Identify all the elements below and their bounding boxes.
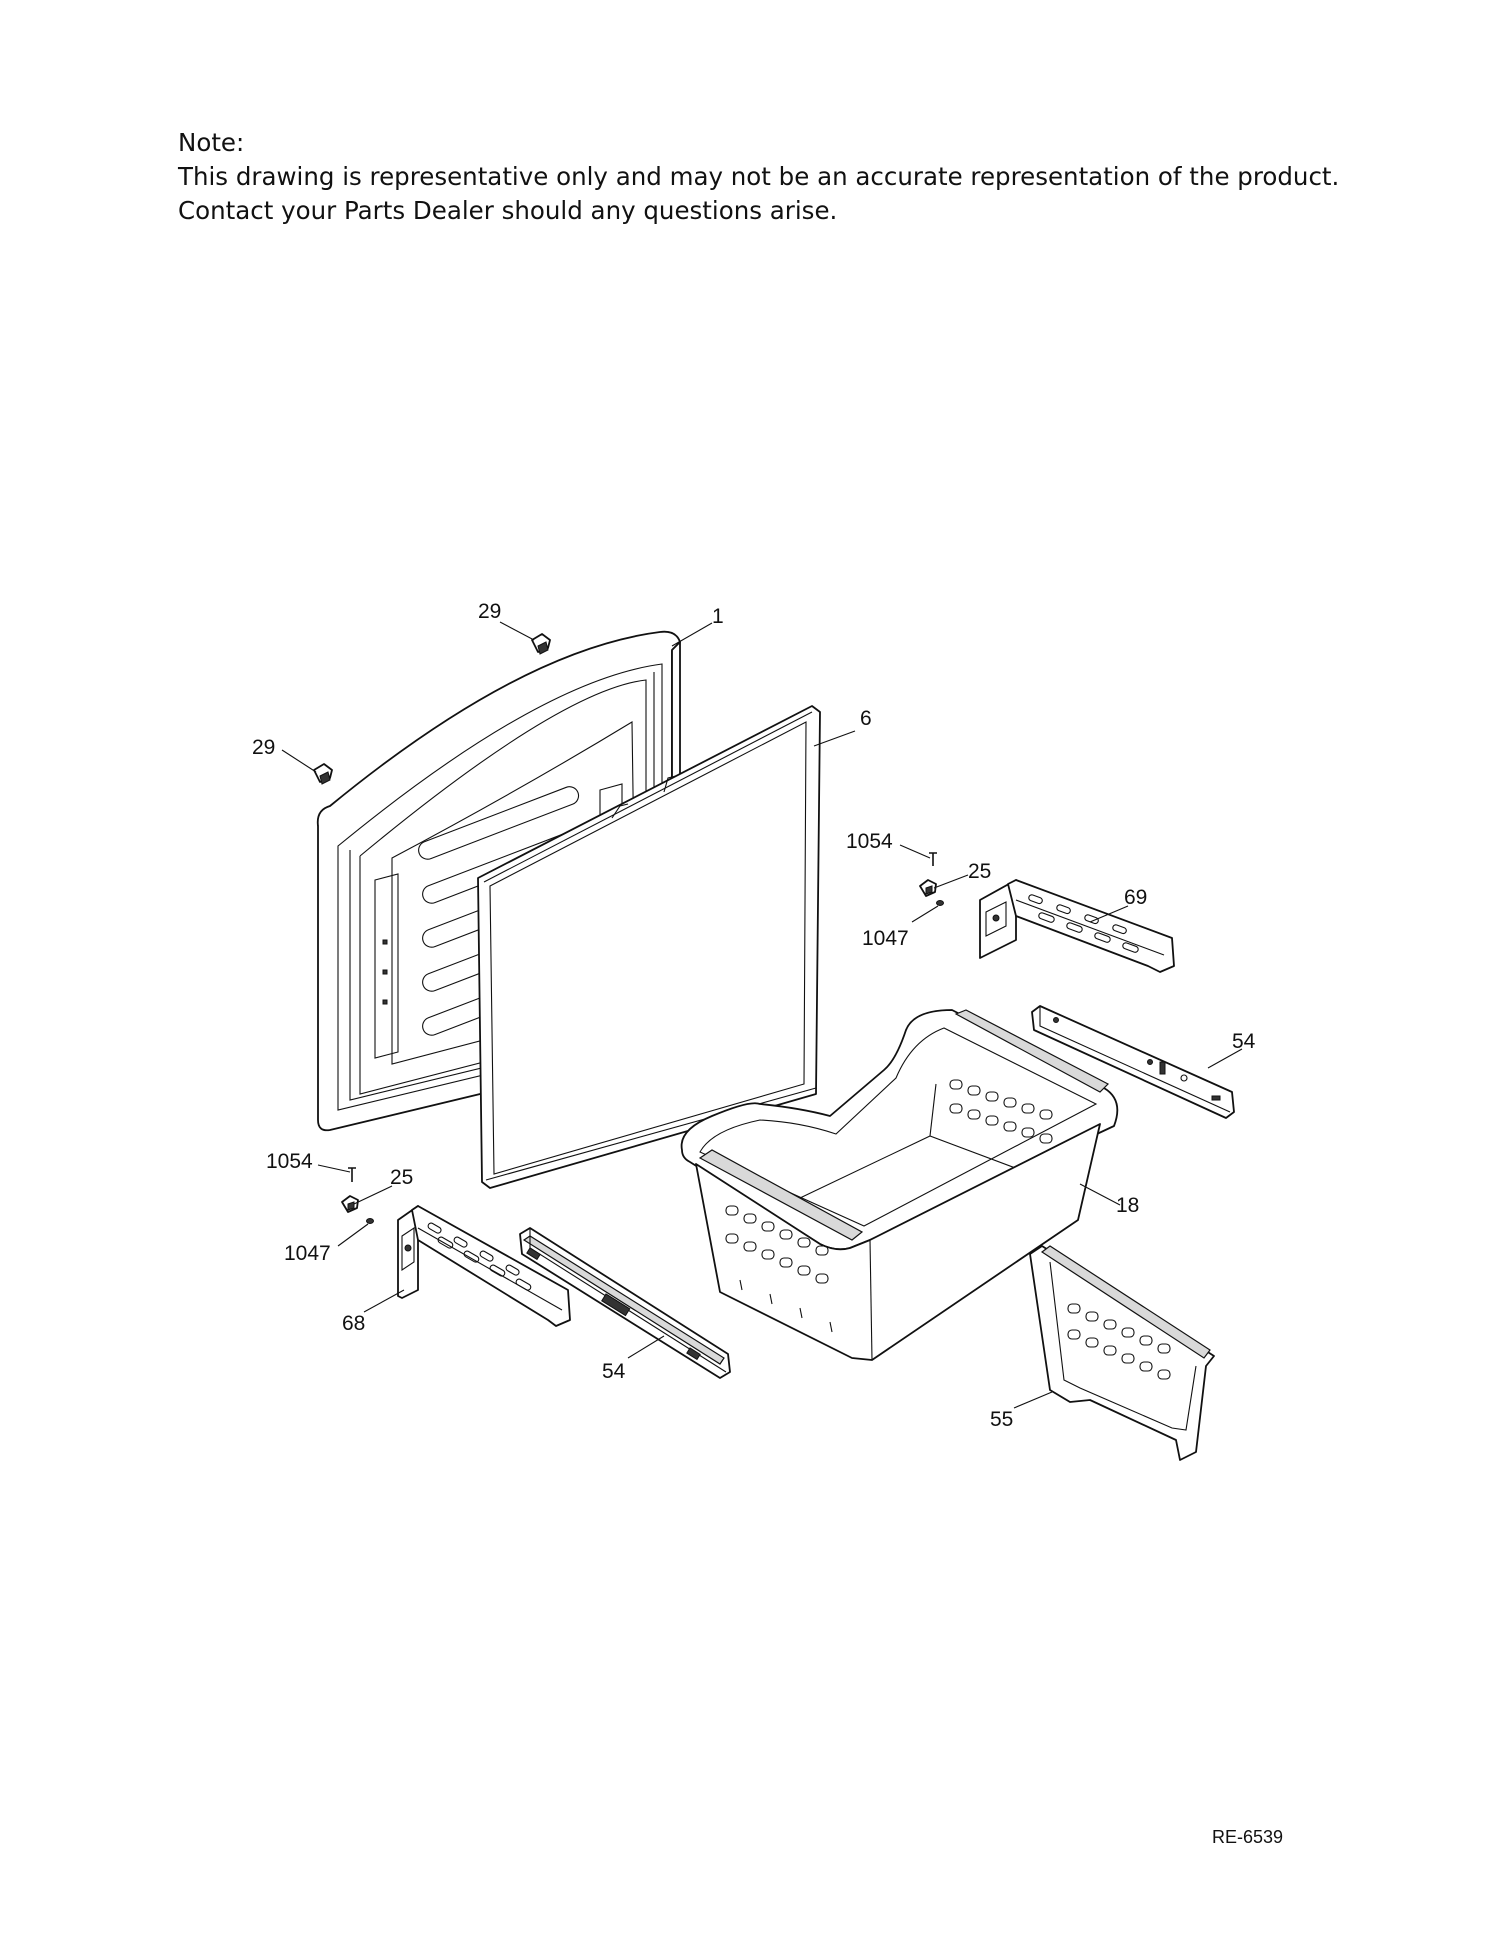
rail-left-part bbox=[519, 1227, 731, 1379]
callout-68: 68 bbox=[342, 1312, 365, 1335]
handle-cap-top-part bbox=[531, 633, 551, 655]
pin-left-part bbox=[366, 1218, 374, 1224]
callout-1054-left: 1054 bbox=[266, 1150, 313, 1173]
callout-29-left: 29 bbox=[252, 736, 275, 759]
washer-right-part bbox=[919, 879, 937, 897]
bracket-right-part bbox=[979, 879, 1175, 973]
leader-lines bbox=[281, 621, 1243, 1409]
callout-29-top: 29 bbox=[478, 600, 501, 623]
door-gasket-part bbox=[477, 705, 821, 1189]
callout-1047-left: 1047 bbox=[284, 1242, 331, 1265]
reference-code: RE-6539 bbox=[1212, 1827, 1284, 1847]
screw-right-part bbox=[929, 852, 937, 866]
handle-cap-left-part bbox=[313, 763, 333, 785]
callout-18: 18 bbox=[1116, 1194, 1139, 1217]
callout-1054-right: 1054 bbox=[846, 830, 893, 853]
callout-69: 69 bbox=[1124, 886, 1147, 909]
note-heading: Note: bbox=[178, 128, 245, 157]
note-line-2: Contact your Parts Dealer should any que… bbox=[178, 196, 838, 225]
callout-54-left: 54 bbox=[602, 1360, 626, 1383]
freezer-basket-part bbox=[680, 1009, 1119, 1361]
pin-right-part bbox=[936, 900, 944, 906]
callout-25-left: 25 bbox=[390, 1166, 413, 1189]
callout-6: 6 bbox=[860, 707, 872, 730]
screw-left-part bbox=[348, 1167, 356, 1182]
washer-left-part bbox=[341, 1195, 359, 1213]
callout-55: 55 bbox=[990, 1408, 1013, 1431]
rail-right-part bbox=[1031, 1005, 1235, 1119]
disclaimer-note: Note: This drawing is representative onl… bbox=[178, 126, 1378, 228]
basket-divider-part bbox=[1029, 1245, 1215, 1461]
callout-1: 1 bbox=[712, 605, 724, 628]
callout-1047-right: 1047 bbox=[862, 927, 909, 950]
callout-54-right: 54 bbox=[1232, 1030, 1256, 1053]
note-line-1: This drawing is representative only and … bbox=[178, 162, 1340, 191]
bracket-left-part bbox=[397, 1205, 571, 1327]
callout-25-right: 25 bbox=[968, 860, 991, 883]
